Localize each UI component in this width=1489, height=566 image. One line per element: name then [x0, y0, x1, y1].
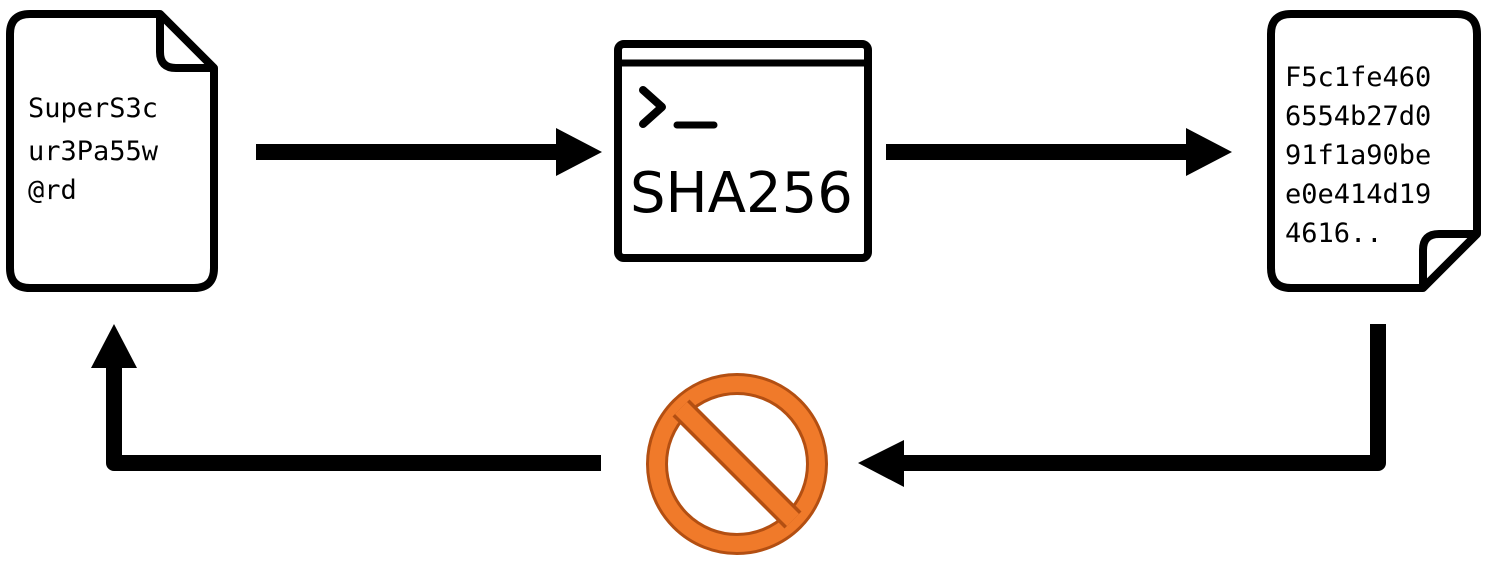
- arrow-head: [556, 128, 602, 176]
- terminal-window-icon: [614, 40, 872, 262]
- arrow-shaft: [900, 324, 1386, 471]
- output-text-line: F5c1fe460: [1285, 62, 1431, 93]
- arrow-hash-to-output: [886, 128, 1232, 176]
- output-text-line: 4616..: [1285, 218, 1383, 249]
- document-icon: [6, 10, 218, 292]
- arrow-shaft: [256, 144, 566, 160]
- input-text-line: @rd: [28, 175, 77, 206]
- hash-terminal: SHA256: [614, 40, 872, 262]
- terminal-prompt-chevron: [639, 86, 666, 128]
- document-fold: [156, 14, 214, 72]
- input-document: SuperS3c ur3Pa55w @rd: [6, 10, 218, 292]
- output-text-line: 91f1a90be: [1285, 140, 1431, 171]
- arrow-head: [91, 324, 137, 368]
- document-fold: [1419, 230, 1477, 288]
- arrow-reverse-left-segment: [91, 324, 601, 471]
- output-text-line: 6554b27d0: [1285, 101, 1431, 132]
- hash-algorithm-label: SHA256: [630, 161, 853, 226]
- input-text-line: SuperS3c: [28, 93, 158, 124]
- arrow-head: [1186, 128, 1232, 176]
- arrow-shaft: [886, 144, 1196, 160]
- output-document: F5c1fe460 6554b27d0 91f1a90be e0e414d19 …: [1267, 10, 1481, 292]
- arrow-reverse-right-segment: [858, 324, 1386, 487]
- prohibited-icon: [646, 373, 828, 555]
- output-text-line: e0e414d19: [1285, 179, 1431, 210]
- arrow-input-to-hash: [256, 128, 602, 176]
- document-icon: [1267, 10, 1481, 292]
- arrow-shaft: [106, 364, 601, 471]
- prohibited-slash: [674, 401, 800, 527]
- input-text-line: ur3Pa55w: [28, 136, 159, 167]
- prohibited-ring-fill: [649, 376, 825, 552]
- arrow-head: [858, 440, 904, 487]
